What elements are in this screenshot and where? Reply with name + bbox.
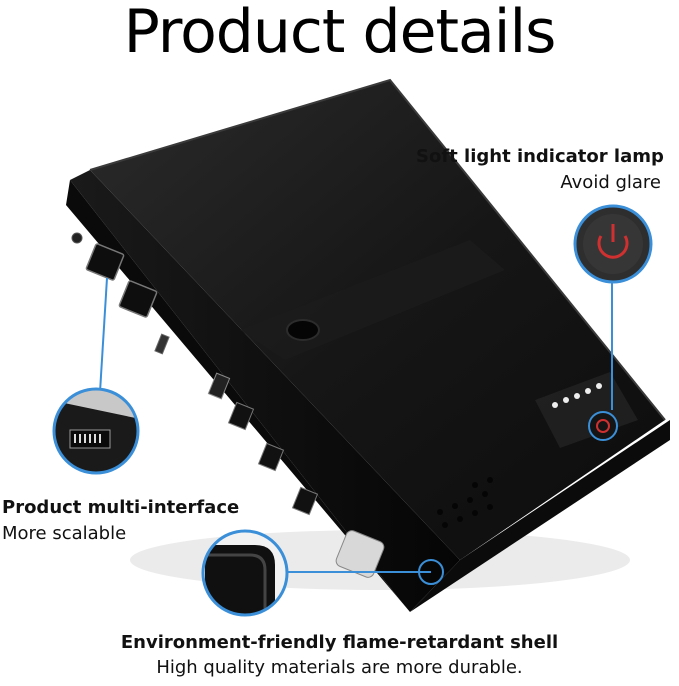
vent-holes: [437, 477, 493, 528]
shell-feature-title: Environment-friendly flame-retardant she…: [120, 632, 559, 653]
page-title: Product details: [123, 0, 557, 67]
indicator-feature-subtitle: Avoid glare: [560, 172, 661, 193]
top-button-icon: [286, 319, 320, 341]
interface-feature-subtitle: More scalable: [2, 523, 127, 544]
selector-switch-icon: [154, 333, 170, 355]
shell-feature-subtitle: High quality materials are more durable.: [156, 657, 523, 678]
dc-9v-port-icon: [291, 486, 319, 516]
usb-port-icon: [207, 372, 231, 400]
dc-5v-port-icon: [227, 401, 255, 431]
dc-12v-port-icon: [257, 442, 285, 472]
side-ports: [71, 232, 385, 578]
ethernet-port-icon: [85, 243, 125, 281]
callout-lines: [99, 277, 613, 573]
shell-zoom: [201, 529, 289, 617]
lan-port-icon: [118, 280, 158, 318]
device-body: [66, 78, 670, 612]
interface-feature-title: Product multi-interface: [2, 497, 240, 518]
indicator-lamp-zoom: [573, 204, 653, 284]
interface-zoom: [52, 387, 140, 475]
power-icon: [597, 235, 629, 259]
indicator-feature-title: Soft light indicator lamp: [416, 146, 664, 167]
power-button-icon: [596, 419, 610, 433]
